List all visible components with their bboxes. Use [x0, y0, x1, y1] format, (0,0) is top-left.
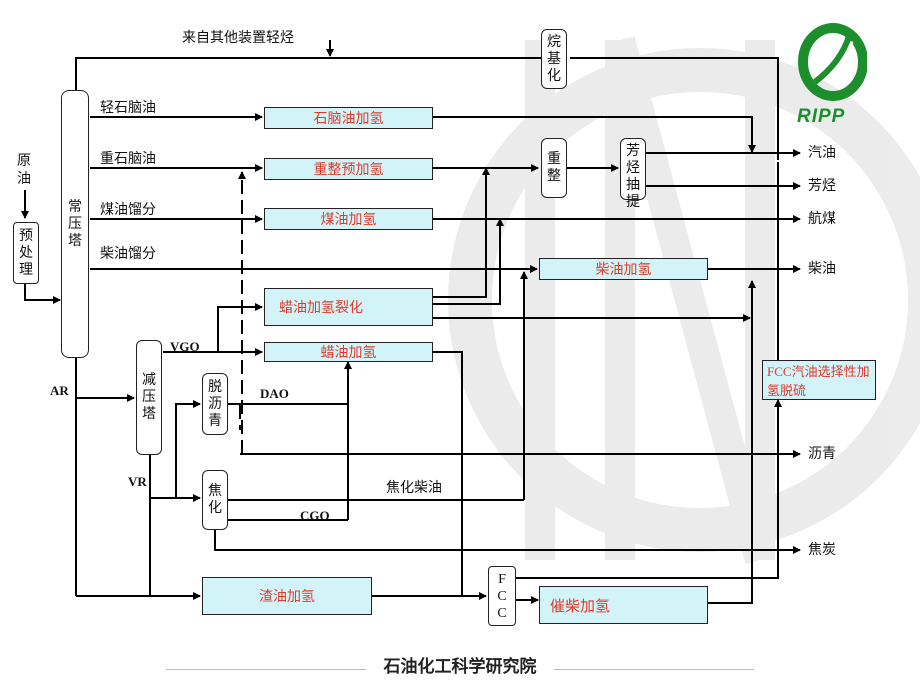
- alkylation-label: 烷基化: [547, 33, 561, 84]
- fcc-label: FCC: [497, 571, 507, 621]
- ar-label: AR: [50, 383, 69, 398]
- alkylation-unit: 烷基化: [541, 29, 567, 89]
- reforming-label: 重整: [547, 151, 561, 184]
- kerosene-hydro-box: 煤油加氢: [264, 208, 433, 230]
- wax-hydrocracking-box: 蜡油加氢裂化: [264, 288, 433, 326]
- coking-unit: 焦化: [202, 470, 228, 530]
- logo-text: RIPP: [797, 106, 846, 127]
- footer-line-left: [166, 669, 366, 670]
- ripp-emblem-icon: [798, 23, 868, 101]
- cgo-label: CGO: [300, 508, 330, 523]
- naphtha-hydro-box: 石脑油加氢: [264, 107, 433, 129]
- reforming-unit: 重整: [541, 138, 567, 198]
- product-asphalt: 沥青: [808, 446, 836, 462]
- product-aromatics: 芳烃: [808, 178, 836, 194]
- crude-label: 原油: [17, 153, 31, 187]
- deasphalt-label: 脱沥青: [208, 378, 222, 429]
- product-coke: 焦炭: [808, 542, 836, 558]
- atm-tower-label: 常压塔: [68, 198, 82, 249]
- kerosene-cut-label: 煤油馏分: [100, 202, 156, 218]
- aromatics-extraction-unit: 芳烃抽提: [620, 138, 646, 210]
- coking-label: 焦化: [208, 483, 222, 516]
- dao-label: DAO: [260, 386, 289, 401]
- pretreat-unit: 预处理: [13, 222, 39, 284]
- pretreat-label: 预处理: [19, 227, 33, 278]
- fcc-gasoline-hdsulf-box: FCC汽油选择性加氢脱硫: [762, 360, 876, 400]
- fcc-unit: FCC: [488, 566, 516, 626]
- ripp-logo: RIPP: [797, 22, 868, 127]
- vac-tower: 减压塔: [136, 340, 162, 455]
- product-diesel: 柴油: [808, 261, 836, 277]
- diesel-cut-label: 柴油馏分: [100, 246, 156, 262]
- light-naphtha-label: 轻石脑油: [100, 100, 156, 116]
- reform-prehydro-box: 重整预加氢: [264, 158, 433, 180]
- aromatics-extraction-label: 芳烃抽提: [626, 143, 640, 210]
- residue-hydro-box: 渣油加氢: [202, 577, 372, 615]
- vr-label: VR: [128, 474, 147, 489]
- footer-line-right: [554, 669, 754, 670]
- heavy-naphtha-label: 重石脑油: [100, 151, 156, 167]
- lco-hydro-box: 催柴加氢: [539, 586, 708, 624]
- coker-diesel-label: 焦化柴油: [386, 480, 442, 496]
- product-gasoline: 汽油: [808, 145, 836, 161]
- atm-tower: 常压塔: [61, 90, 89, 358]
- vac-tower-label: 减压塔: [142, 372, 156, 422]
- footer-institute: 石油化工科学研究院: [383, 657, 537, 677]
- diesel-hydro-box: 柴油加氢: [539, 258, 708, 280]
- deasphalt-unit: 脱沥青: [202, 373, 228, 435]
- wax-hydro-box: 蜡油加氢: [264, 342, 433, 362]
- vgo-label: VGO: [170, 339, 200, 354]
- light-other-label: 来自其他装置轻烃: [182, 30, 294, 46]
- product-jet-fuel: 航煤: [808, 211, 836, 227]
